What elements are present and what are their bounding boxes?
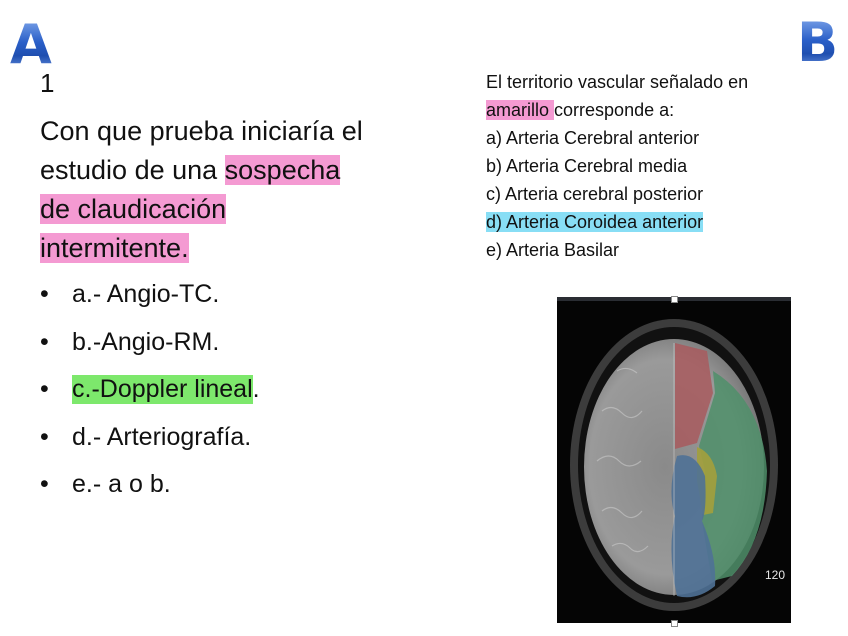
brain-mri-image: 120 [557, 296, 791, 627]
option-label: d.- Arteriografía. [72, 422, 252, 451]
panel-b-logo: B [797, 11, 839, 74]
question-a-highlight-3: intermitente. [40, 233, 189, 263]
option-b-d-correct: d) Arteria Coroidea anterior [486, 212, 704, 232]
option-label: e.- a o b. [72, 470, 171, 498]
panel-a-logo: A [10, 13, 52, 76]
resize-handle-top[interactable] [671, 296, 678, 303]
brain-mri-illustration: 120 [570, 319, 785, 611]
option-b-c: c) Arteria cerebral posterior [486, 184, 704, 204]
option-label: b.-Angio-RM. [72, 327, 220, 356]
question-a-highlight-2: de claudicación [40, 194, 227, 224]
question-b-highlight: amarillo [486, 100, 555, 120]
bullet-icon: • [40, 422, 49, 451]
option-label-highlighted: c.-Doppler lineal [72, 375, 253, 404]
question-number: 1 [40, 68, 55, 98]
question-b-line1: El territorio vascular señalado en [486, 72, 749, 92]
question-a-text: Con que prueba iniciaría el estudio de u… [40, 112, 440, 268]
question-a-highlight-1: sospecha [224, 155, 341, 185]
option-b-e: e) Arteria Basilar [486, 240, 620, 260]
option-b-b: b) Arteria Cerebral media [486, 156, 688, 176]
resize-handle-bottom[interactable] [671, 620, 678, 627]
question-a-plain: Con que prueba iniciaría el estudio de u… [40, 116, 363, 185]
bullet-icon: • [40, 280, 49, 308]
question-b-text: El territorio vascular señalado en amari… [486, 68, 826, 264]
option-label: a.- Angio-TC. [72, 280, 220, 308]
option-e: • e.- a o b. [40, 470, 260, 518]
question-a-options: • a.- Angio-TC. • b.-Angio-RM. • c.-Dopp… [40, 280, 260, 518]
bullet-icon: • [40, 375, 49, 403]
slice-number-label: 120 [765, 568, 785, 582]
option-b: • b.-Angio-RM. [40, 328, 260, 376]
bullet-icon: • [40, 327, 49, 356]
option-c-correct: • c.-Doppler lineal. [40, 375, 260, 423]
option-b-a: a) Arteria Cerebral anterior [486, 128, 700, 148]
option-a: • a.- Angio-TC. [40, 280, 260, 328]
question-b-line2: amarillo corresponde a: [486, 100, 675, 120]
option-d: • d.- Arteriografía. [40, 423, 260, 471]
bullet-icon: • [40, 470, 49, 498]
option-label-suffix: . [252, 375, 260, 403]
